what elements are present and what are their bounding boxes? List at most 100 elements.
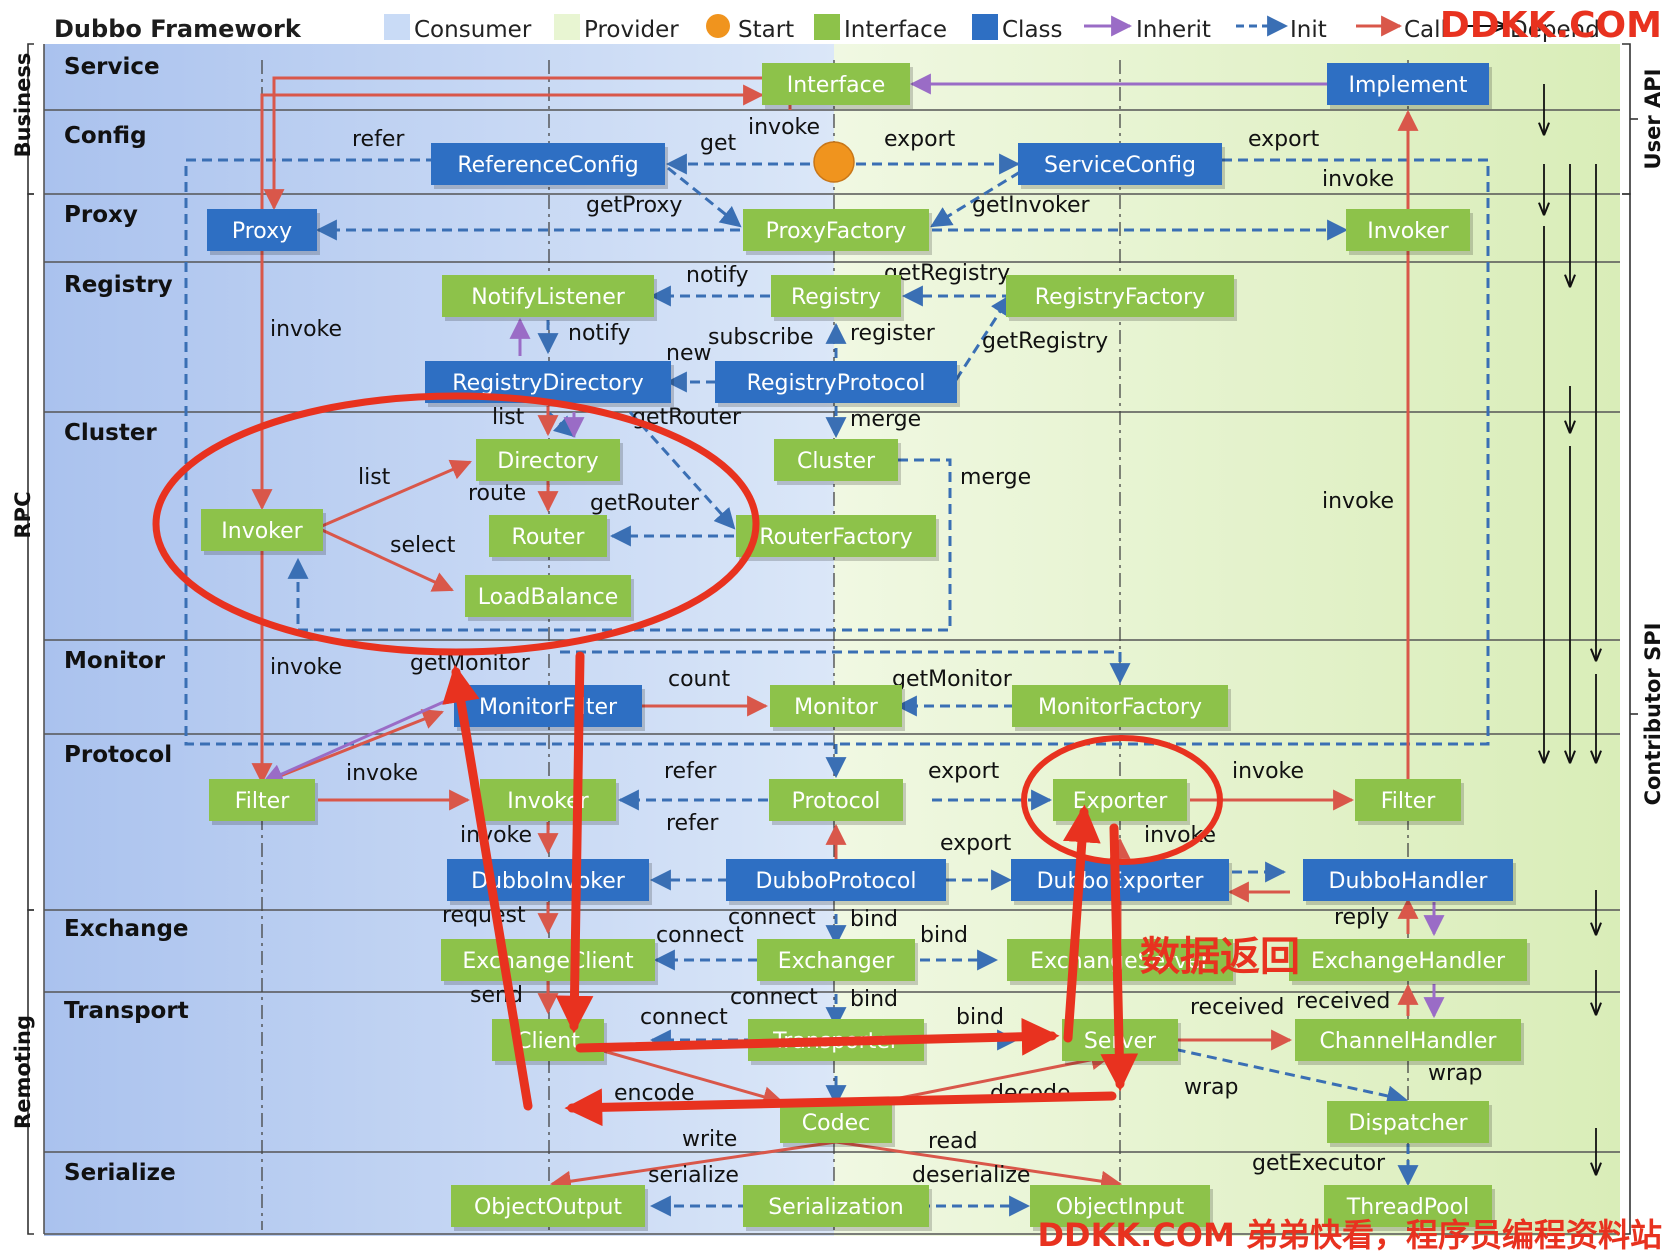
edge-label-read: read (928, 1129, 978, 1154)
call-arrows (251, 76, 1419, 1192)
edge-label-serialize: serialize (648, 1163, 739, 1188)
edge-label-get-registry: getRegistry (982, 329, 1108, 354)
exporter-highlight-ellipse (1021, 735, 1223, 865)
node-label: ProxyFactory (766, 219, 907, 244)
legend-init-label: Init (1290, 17, 1327, 43)
edge-label-new: new (666, 341, 711, 366)
side-label-contributor-spi: Contributor SPI (1641, 623, 1665, 806)
node-box (480, 779, 616, 821)
node-box (1327, 1101, 1489, 1143)
legend-consumer-label: Consumer (414, 17, 532, 43)
node-box (1012, 685, 1228, 727)
node-box (1355, 779, 1461, 821)
edge-label-get-invoker: getInvoker (972, 193, 1091, 218)
node-box (454, 685, 642, 727)
node-label: MonitorFactory (1038, 695, 1202, 720)
edge-label-export: export (1248, 127, 1320, 152)
edge-label-select: select (390, 533, 456, 558)
node-exchange-handler: ExchangeHandler (1289, 939, 1530, 985)
legend-call-label: Call (1404, 17, 1447, 43)
node-dubbo-protocol: DubboProtocol (726, 859, 949, 905)
node-filter-provider: Filter (1355, 779, 1464, 825)
edge-label-received: received (1296, 989, 1390, 1014)
node-dubbo-exporter: DubboExporter (1011, 859, 1232, 905)
node-dispatcher: Dispatcher (1327, 1101, 1492, 1147)
legend-start-swatch (706, 14, 730, 38)
node-filter-consumer: Filter (209, 779, 318, 825)
edge-label-register: register (850, 321, 936, 346)
node-invoker-provider: Invoker (1346, 209, 1473, 255)
edge-label-merge: merge (960, 465, 1031, 490)
node-label: Implement (1348, 73, 1467, 98)
legend-inherit-label: Inherit (1136, 17, 1211, 43)
node-label: Cluster (797, 449, 876, 474)
node-protocol: Protocol (769, 779, 906, 825)
node-box (757, 939, 915, 981)
side-label-business: Business (11, 53, 35, 158)
diagram-title: Dubbo Framework (54, 15, 302, 43)
node-box (1295, 1019, 1521, 1061)
edge-label-bind: bind (920, 923, 968, 948)
inherit-arrows (262, 73, 1445, 1019)
node-box (715, 361, 957, 403)
node-label: RegistryDirectory (452, 371, 643, 396)
node-implement: Implement (1327, 63, 1492, 109)
node-invoker-protocol: Invoker (480, 779, 619, 825)
legend-provider-label: Provider (584, 17, 679, 43)
edge-label-subscribe: subscribe (708, 325, 814, 350)
node-box (743, 209, 929, 251)
edge-label-invoke: invoke (1232, 759, 1304, 784)
node-label: ReferenceConfig (457, 153, 638, 178)
node-box (442, 275, 654, 317)
start-node (813, 141, 855, 183)
node-service-config: ServiceConfig (1018, 143, 1225, 189)
node-label: Router (512, 525, 586, 550)
node-label: ExchangeClient (462, 949, 634, 974)
node-reference-config: ReferenceConfig (431, 143, 668, 189)
node-monitor-factory: MonitorFactory (1012, 685, 1231, 731)
node-cluster: Cluster (774, 439, 901, 485)
node-box (770, 685, 902, 727)
layer-label-protocol: Protocol (64, 742, 172, 768)
data-return-annotation: 数据返回 (1140, 934, 1300, 980)
edge-label-invoke: invoke (460, 823, 532, 848)
node-box (441, 939, 655, 981)
red-annotations (152, 392, 1223, 1127)
node-box (726, 859, 946, 901)
layer-label-monitor: Monitor (64, 648, 166, 674)
layer-label-cluster: Cluster (64, 420, 157, 446)
edge-label-get-registry: getRegistry (884, 261, 1010, 286)
node-registry: Registry (771, 275, 904, 321)
node-label: Exchanger (778, 949, 895, 974)
node-label: Invoker (1367, 219, 1449, 244)
layer-label-proxy: Proxy (64, 202, 138, 228)
node-dubbo-handler: DubboHandler (1303, 859, 1516, 905)
legend-depend-label: Depend (1510, 17, 1600, 43)
node-box (209, 779, 315, 821)
edge-label-invoke: invoke (1322, 489, 1394, 514)
edge-label-invoke: invoke (270, 655, 342, 680)
edge-label-list: list (492, 405, 525, 430)
node-router: Router (489, 515, 610, 561)
node-label: Filter (1381, 789, 1436, 814)
node-exchanger: Exchanger (757, 939, 918, 985)
edge-label-request: request (442, 903, 526, 928)
edge-label-refer: refer (666, 811, 719, 836)
edge-label-received: received (1190, 995, 1284, 1020)
node-invoker-cluster: Invoker (201, 509, 326, 555)
node-box (207, 209, 317, 251)
node-load-balance: LoadBalance (465, 575, 634, 621)
edge-label-merge: merge (850, 407, 921, 432)
node-box (476, 439, 620, 481)
edge-label-bind: bind (850, 907, 898, 932)
node-label: ObjectOutput (474, 1195, 622, 1220)
edge-label-notify: notify (568, 321, 631, 346)
edge-label-get-executor: getExecutor (1252, 1151, 1386, 1176)
node-box (774, 439, 898, 481)
edge-label-get: get (700, 131, 737, 156)
edge-label-refer: refer (664, 759, 717, 784)
legend-provider-swatch (554, 14, 580, 40)
